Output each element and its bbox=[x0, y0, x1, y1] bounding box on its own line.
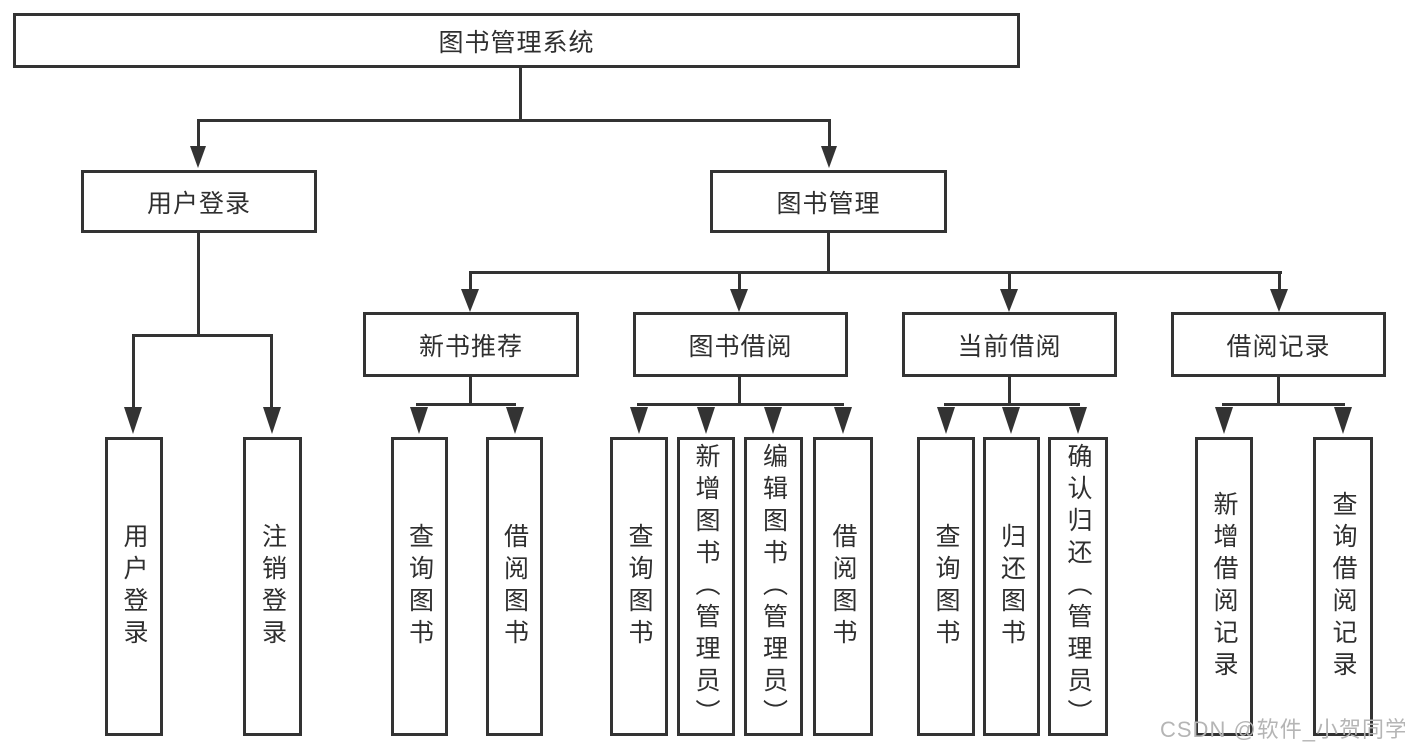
arrow-down-icon bbox=[1000, 289, 1018, 312]
node-label: 新增图书（管理员） bbox=[692, 442, 720, 731]
leaf-user-login: 用户登录 bbox=[105, 437, 163, 736]
node-label: 查询借阅记录 bbox=[1329, 490, 1357, 683]
node-new-book-recommend: 新书推荐 bbox=[363, 312, 579, 377]
node-label: 图书管理 bbox=[776, 189, 881, 218]
leaf-records-add-record: 新增借阅记录 bbox=[1195, 437, 1253, 736]
arrow-down-icon bbox=[124, 407, 142, 434]
watermark-text: CSDN @软件_小贺同学 bbox=[1160, 717, 1405, 742]
node-borrow-records: 借阅记录 bbox=[1171, 312, 1386, 377]
leaf-logout: 注销登录 bbox=[243, 437, 302, 736]
node-book-management: 图书管理 bbox=[710, 170, 947, 233]
arrow-down-icon bbox=[821, 146, 837, 168]
arrow-down-icon bbox=[263, 407, 281, 434]
leaf-records-query-record: 查询借阅记录 bbox=[1313, 437, 1373, 736]
leaf-borrow-add-books-admin: 新增图书（管理员） bbox=[677, 437, 735, 736]
node-book-borrow: 图书借阅 bbox=[633, 312, 848, 377]
arrow-down-icon bbox=[630, 407, 648, 434]
leaf-current-query-books: 查询图书 bbox=[917, 437, 975, 736]
node-user-login: 用户登录 bbox=[81, 170, 317, 233]
connector-line bbox=[827, 231, 830, 273]
node-label: 确认归还（管理员） bbox=[1064, 442, 1092, 731]
connector-line bbox=[944, 403, 1080, 406]
leaf-borrow-borrow-books: 借阅图书 bbox=[813, 437, 873, 736]
connector-line bbox=[270, 334, 273, 412]
leaf-borrow-query-books: 查询图书 bbox=[610, 437, 668, 736]
arrow-down-icon bbox=[1215, 407, 1233, 434]
node-label: 借阅图书 bbox=[500, 522, 529, 651]
node-label: 注销登录 bbox=[258, 522, 287, 651]
node-label: 借阅记录 bbox=[1226, 332, 1331, 361]
arrow-down-icon bbox=[834, 407, 852, 434]
arrow-down-icon bbox=[764, 407, 782, 434]
node-label: 新书推荐 bbox=[418, 332, 523, 361]
node-label: 图书借阅 bbox=[688, 332, 793, 361]
connector-line bbox=[637, 403, 844, 406]
node-label: 图书管理系统 bbox=[438, 28, 595, 57]
leaf-recommend-query-books: 查询图书 bbox=[391, 437, 448, 736]
connector-line bbox=[197, 231, 200, 336]
node-label: 当前借阅 bbox=[957, 332, 1062, 361]
node-label: 查询图书 bbox=[932, 522, 960, 651]
arrow-down-icon bbox=[730, 289, 748, 312]
arrow-down-icon bbox=[1069, 407, 1087, 434]
leaf-recommend-borrow-books: 借阅图书 bbox=[486, 437, 543, 736]
node-label: 用户登录 bbox=[146, 189, 251, 218]
connector-line bbox=[469, 375, 472, 406]
connector-line bbox=[828, 119, 831, 148]
node-label: 查询图书 bbox=[625, 522, 653, 651]
node-label: 借阅图书 bbox=[829, 522, 857, 651]
node-label: 查询图书 bbox=[405, 522, 434, 651]
connector-line bbox=[132, 334, 273, 337]
node-library-system: 图书管理系统 bbox=[13, 13, 1020, 68]
arrow-down-icon bbox=[1002, 407, 1020, 434]
connector-line bbox=[197, 119, 200, 148]
node-label: 归还图书 bbox=[997, 522, 1026, 651]
connector-line bbox=[1008, 271, 1011, 291]
arrow-down-icon bbox=[461, 289, 479, 312]
arrow-down-icon bbox=[697, 407, 715, 434]
arrow-down-icon bbox=[410, 407, 428, 434]
connector-line bbox=[519, 68, 522, 122]
connector-line bbox=[416, 403, 516, 406]
leaf-current-confirm-return-admin: 确认归还（管理员） bbox=[1048, 437, 1108, 736]
node-current-borrow: 当前借阅 bbox=[902, 312, 1117, 377]
leaf-current-return-books: 归还图书 bbox=[983, 437, 1040, 736]
connector-line bbox=[469, 271, 1282, 274]
connector-line bbox=[1278, 271, 1281, 291]
connector-line bbox=[197, 119, 831, 122]
connector-line bbox=[132, 334, 135, 412]
connector-line bbox=[1008, 375, 1011, 406]
arrow-down-icon bbox=[937, 407, 955, 434]
connector-line bbox=[738, 271, 741, 291]
arrow-down-icon bbox=[1334, 407, 1352, 434]
arrow-down-icon bbox=[190, 146, 206, 168]
node-label: 编辑图书（管理员） bbox=[759, 442, 788, 731]
arrow-down-icon bbox=[506, 407, 524, 434]
leaf-borrow-edit-books-admin: 编辑图书（管理员） bbox=[744, 437, 803, 736]
connector-line bbox=[738, 375, 741, 406]
arrow-down-icon bbox=[1270, 289, 1288, 312]
connector-line bbox=[469, 271, 472, 291]
node-label: 新增借阅记录 bbox=[1210, 490, 1238, 683]
connector-line bbox=[1222, 403, 1345, 406]
connector-line bbox=[1277, 375, 1280, 406]
node-label: 用户登录 bbox=[120, 522, 148, 651]
